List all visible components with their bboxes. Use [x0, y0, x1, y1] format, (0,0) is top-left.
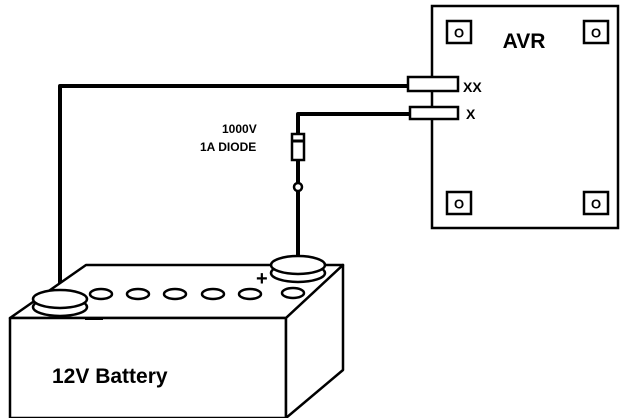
diode-connector — [292, 181, 304, 193]
avr-terminal-xx-label: XX — [463, 79, 482, 95]
diode-voltage-label: 1000V — [222, 122, 257, 136]
battery-cells — [88, 286, 306, 301]
diode-body — [290, 132, 306, 162]
avr-terminal-x — [408, 105, 460, 121]
avr-mount-hole-bottom-right: O — [582, 190, 610, 216]
battery-label: 12V Battery — [52, 365, 168, 388]
mount-hole-glyph: O — [454, 197, 464, 212]
avr-terminal-xx — [406, 75, 460, 93]
mount-hole-glyph: O — [591, 26, 601, 41]
wires — [58, 84, 410, 290]
avr-terminal-x-label: X — [466, 106, 476, 122]
wire-positive-upper — [296, 112, 410, 134]
battery: + — 12V Battery — [8, 254, 345, 418]
cell-cap — [88, 287, 114, 301]
battery-side-face — [284, 263, 345, 418]
avr-mount-hole-top-left: O — [445, 19, 473, 45]
avr-module: O O O O AVR XX X — [406, 4, 620, 230]
mount-hole-glyph: O — [591, 197, 601, 212]
positive-terminal — [269, 254, 327, 284]
negative-symbol: — — [85, 308, 103, 328]
positive-symbol: + — [256, 268, 268, 290]
cell-cap — [280, 286, 306, 300]
diode: 1000V 1A DIODE — [200, 122, 306, 193]
cell-cap — [125, 287, 151, 301]
wire-negative — [58, 84, 408, 290]
avr-title: AVR — [503, 30, 546, 53]
avr-mount-hole-top-right: O — [582, 19, 610, 45]
negative-terminal — [31, 288, 89, 318]
mount-hole-glyph: O — [454, 26, 464, 41]
battery-front-face — [8, 316, 288, 418]
avr-mount-hole-bottom-left: O — [445, 190, 473, 216]
cell-cap — [162, 287, 188, 301]
cell-cap — [200, 287, 226, 301]
cell-cap — [237, 287, 263, 301]
diode-type-label: 1A DIODE — [200, 140, 256, 154]
